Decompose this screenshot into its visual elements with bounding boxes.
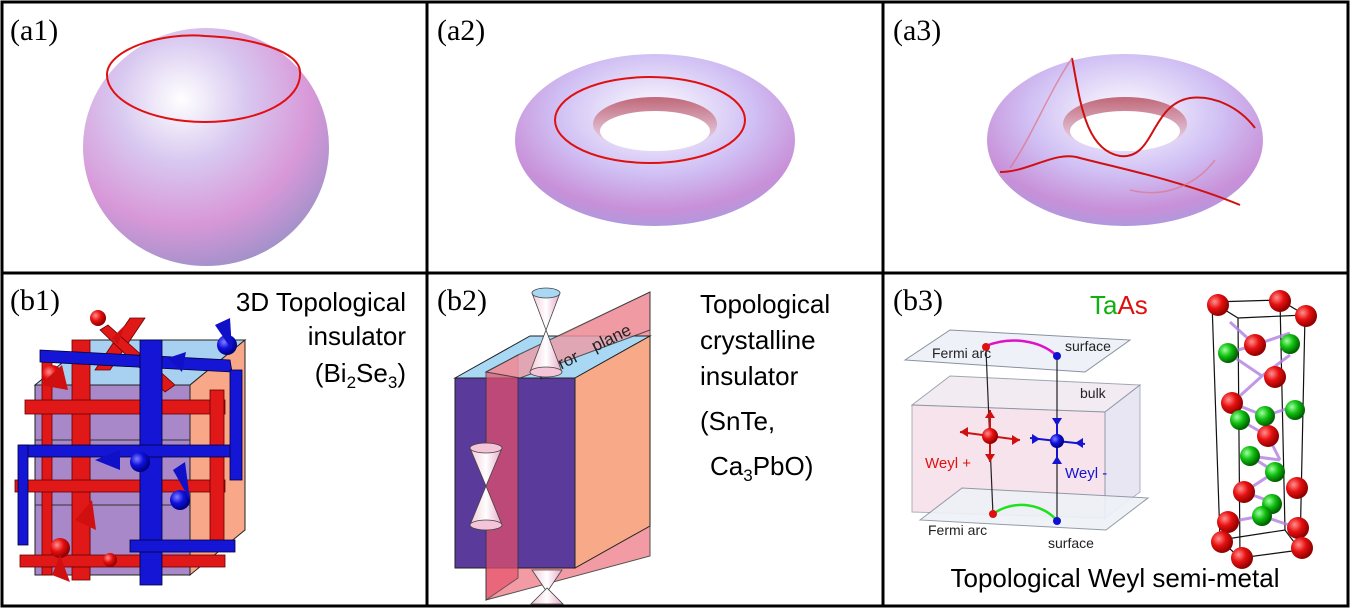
b1-title-line2: insulator [308,321,407,351]
torus-hole-inner [600,111,710,151]
fermi-arc-bottom-label: Fermi arc [928,522,987,538]
b3-caption: Topological Weyl semi-metal [951,563,1280,593]
panel-a2: (a2) [437,14,795,226]
arc-end-top-right [1053,352,1061,360]
torus-a3-hole-inner [1070,111,1180,151]
bulk-label: bulk [1080,385,1107,401]
weyl-minus-label: Weyl - [1065,465,1107,482]
weyl-plus-label: Weyl + [925,455,971,472]
b2-title-line1: Topological [700,289,830,319]
panel-label-a1: (a1) [10,14,58,47]
compound-label: TaAs [1090,290,1148,320]
panel-label-b3: (b3) [893,284,943,317]
dirac-cone-top [530,288,562,377]
b2-title-line3: insulator [700,361,799,391]
b1-title-line1: 3D Topological [236,287,406,317]
fermi-arc-top-label: Fermi arc [932,345,991,361]
arc-end-bottom-left [989,510,997,518]
b1-formula: (Bi2Se3) [315,358,406,392]
panel-label-a3: (a3) [893,14,941,47]
b2-title-line4: (SnTe, [700,406,775,436]
panel-b2: (b2) Topological crystalline insulator (… [437,284,830,604]
arc-end-bottom-right [1053,517,1061,525]
sphere [83,28,329,266]
panel-b1: (b1) 3D Topological insulator (Bi2Se3) [10,284,406,585]
panel-a3: (a3) [893,14,1263,226]
mirror-plane-front [486,355,518,600]
panel-label-b1: (b1) [10,284,60,317]
panel-label-a2: (a2) [437,14,485,47]
surface-top-label: surface [1065,338,1111,354]
panel-b3: (b3) TaAs [893,284,1317,593]
panel-a1: (a1) [10,14,329,266]
surface-bottom-label: surface [1048,535,1094,551]
crystal-structure [1207,290,1317,569]
b2-formula: Ca3PbO) [710,451,813,485]
panel-label-b2: (b2) [437,284,487,317]
b2-title-line2: crystalline [700,325,816,355]
